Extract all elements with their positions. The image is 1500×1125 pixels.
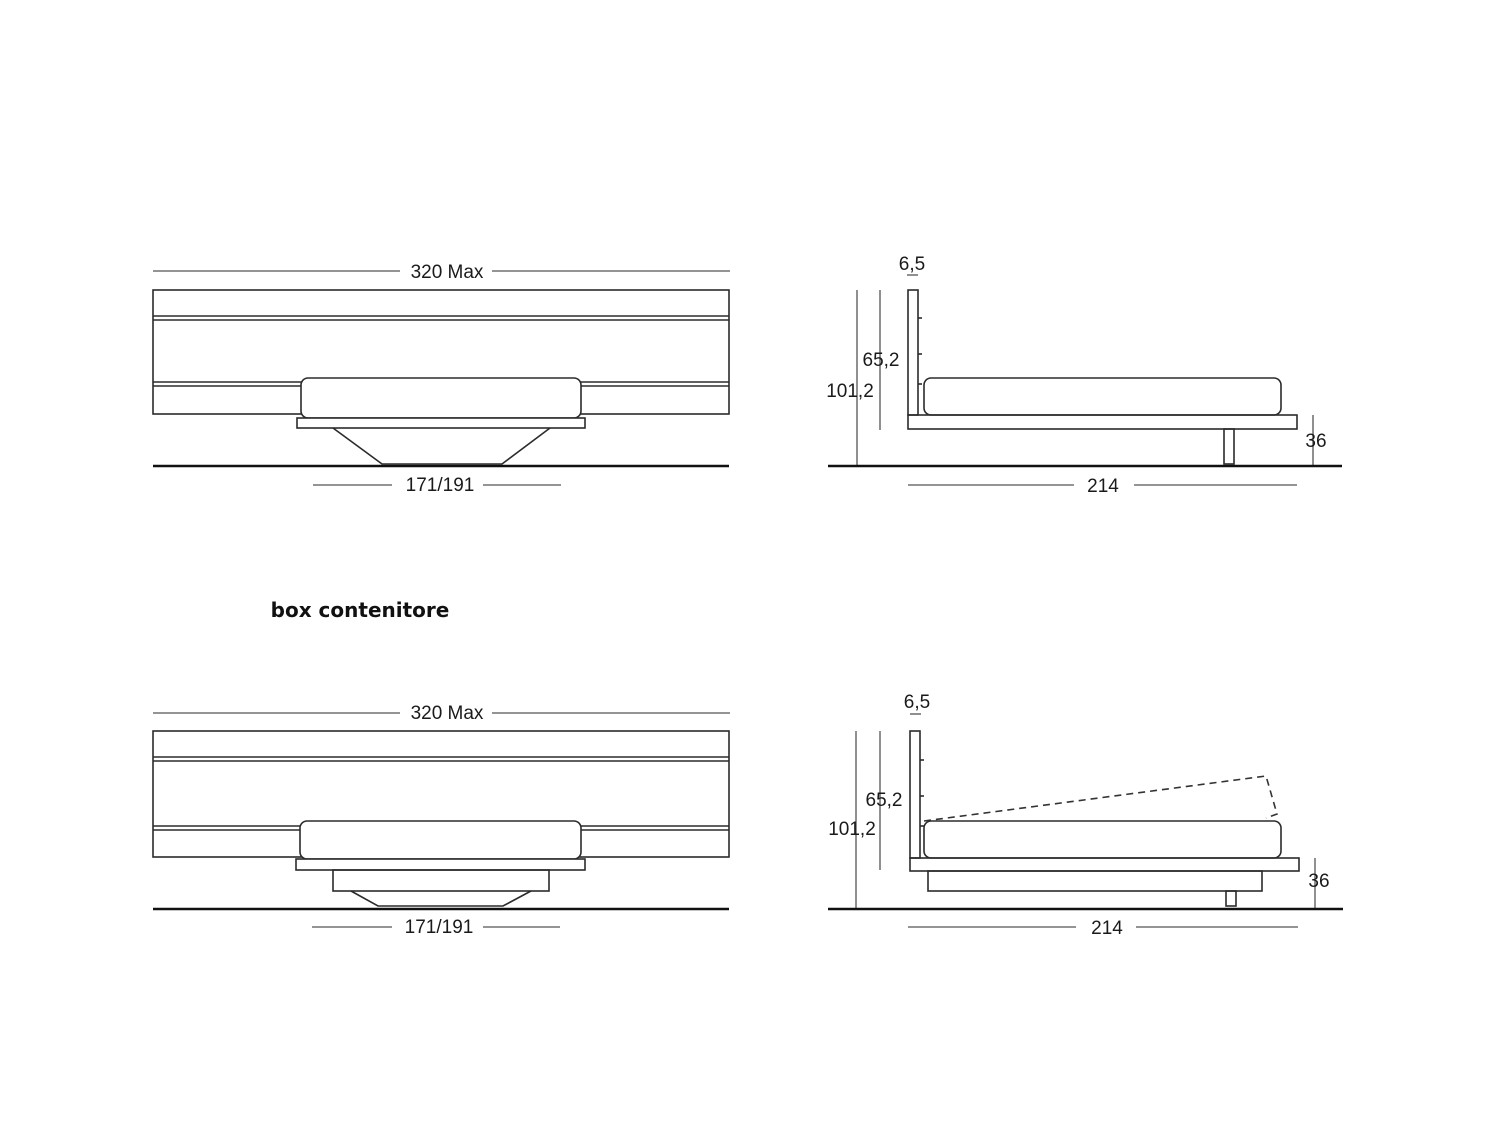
base-dimension-label: 171/191 [406,475,475,496]
thickness-dimension-label: 6,5 [899,254,925,275]
headboard-profile [909,730,921,859]
headboard-height-label: 65,2 [863,350,900,371]
frame-height-label: 36 [1308,871,1329,892]
mattress-profile [923,820,1282,859]
mattress-profile [923,377,1282,416]
side-view-storage-box: 6,5 65,2 101,2 36 214 [828,692,1343,939]
mattress [299,820,582,860]
length-dimension-label: 214 [1091,918,1123,939]
mattress [300,377,582,419]
side-view-standard: 6,5 65,2 101,2 36 214 [826,254,1342,497]
bed-leg [1225,890,1237,907]
bed-frame-profile [907,414,1298,430]
bed-base-support [332,427,551,465]
front-view-storage-box: 320 Max 171/191 [152,703,730,938]
total-height-label: 101,2 [826,381,874,402]
frame-height-label: 36 [1305,431,1326,452]
length-dimension-label: 214 [1087,476,1119,497]
bed-frame [296,417,586,429]
headboard-profile [907,289,919,416]
thickness-dimension-label: 6,5 [904,692,930,713]
width-dimension-label: 320 Max [411,703,484,724]
base-dimension-label: 171/191 [405,917,474,938]
total-height-label: 101,2 [828,819,876,840]
lifted-mattress-outline [923,775,1278,822]
storage-box [332,869,550,892]
bed-frame [295,858,586,871]
storage-box-profile [927,870,1263,892]
section-caption: box contenitore [271,598,450,622]
bed-base-support [350,890,532,907]
bed-leg [1223,428,1235,465]
width-dimension-label: 320 Max [411,262,484,283]
headboard-height-label: 65,2 [866,790,903,811]
bed-frame-profile [909,857,1300,872]
front-view-standard: 320 Max 171/191 [152,262,730,496]
